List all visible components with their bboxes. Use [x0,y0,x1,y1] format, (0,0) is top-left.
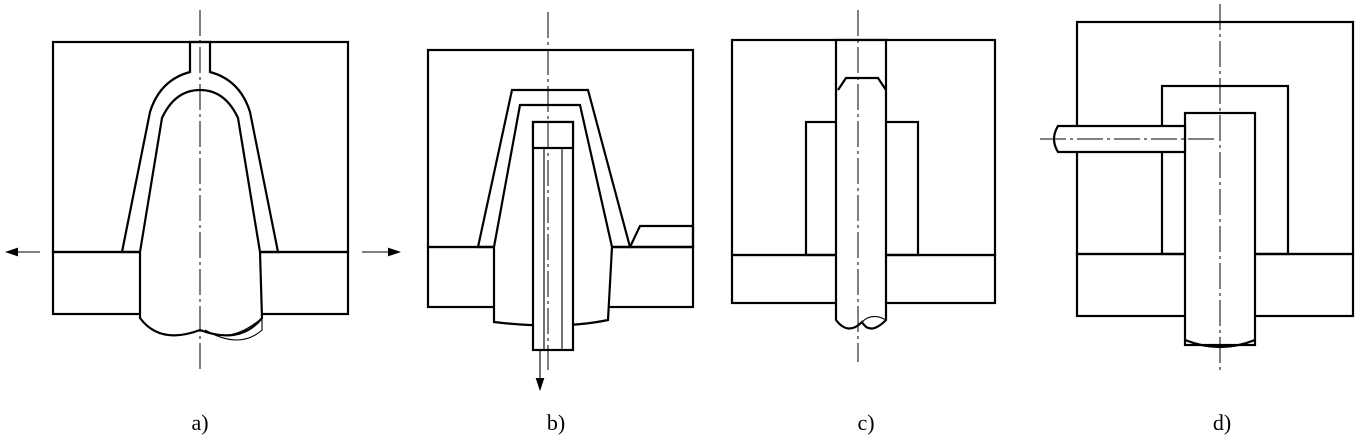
figure-c [730,10,997,362]
fig-a-molded-part [120,40,280,254]
fig-a-core [138,88,264,337]
caption-c: c) [857,410,875,435]
caption-d: d) [1212,410,1232,435]
figure-b [426,12,695,392]
fig-b-pin-head [531,120,575,150]
caption-a: a) [191,410,209,435]
fig-c-pin-break [861,315,887,330]
fig-b-ejector-pin [531,120,575,352]
figure-a [4,10,402,370]
fig-a-core-break [204,316,263,341]
caption-b: b) [546,410,566,435]
fig-b-side-part [628,224,695,249]
figure-d [1040,4,1355,370]
fig-c-pin-chamfer [837,76,887,91]
